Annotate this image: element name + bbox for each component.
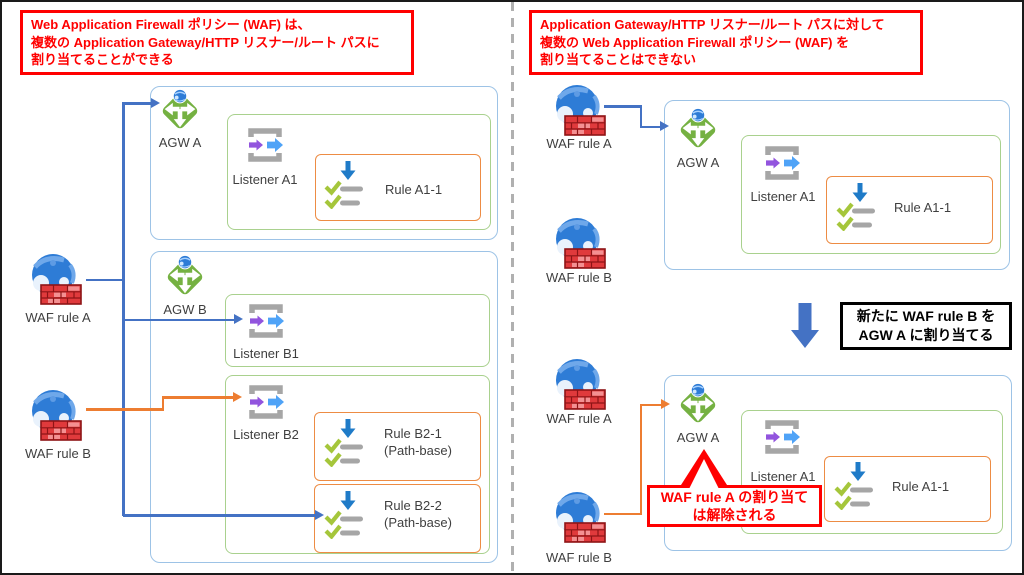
routing-rule-icon: [323, 417, 369, 467]
connector-blue-elbow-h2: [639, 125, 662, 128]
right-top-listener-a1-label: Listener A1: [750, 189, 816, 204]
right-bottom-waf-rule-a-label: WAF rule A: [546, 411, 612, 426]
waf-policy-icon: [28, 253, 84, 305]
left-annotation-box: Web Application Firewall ポリシー (WAF) は、 複…: [20, 10, 414, 75]
rule-subtype: (Path-base): [384, 443, 452, 458]
left-listener-b1-label: Listener B1: [233, 346, 299, 361]
connector-blue-elbow-v: [639, 105, 642, 128]
left-rule-b2-2-label: Rule B2-2 (Path-base): [384, 497, 452, 531]
right-bottom-rule-a1-1-label: Rule A1-1: [892, 479, 950, 494]
right-annotation-box: Application Gateway/HTTP リスナー/ルート パスに対して…: [529, 10, 923, 75]
connector-orange-elbow-h2: [639, 403, 663, 406]
rule-name: Rule B2-2: [384, 498, 442, 513]
left-agw-b-label: AGW B: [163, 302, 207, 317]
right-top-waf-rule-b-label: WAF rule B: [546, 270, 612, 285]
routing-rule-icon: [323, 489, 369, 539]
rule-name: Rule B2-1: [384, 426, 442, 441]
right-top-agw-a-label: AGW A: [676, 155, 720, 170]
left-waf-rule-b-label: WAF rule B: [25, 446, 91, 461]
connector-orange-step: [161, 396, 164, 411]
action-note-box: 新たに WAF rule B を AGW A に割り当てる: [840, 302, 1012, 350]
arrowhead-orange: [661, 399, 670, 410]
connector-orange-elbow-h1: [604, 512, 642, 515]
arrowhead-orange: [233, 391, 242, 402]
listener-icon: [243, 299, 289, 343]
left-waf-rule-a-label: WAF rule A: [25, 310, 91, 325]
left-rule-a1-1-label: Rule A1-1: [385, 182, 443, 197]
connector-waf-a-feed: [86, 278, 123, 281]
arrowhead-blue: [660, 121, 669, 132]
left-listener-b2-label: Listener B2: [233, 427, 299, 442]
listener-icon: [759, 415, 805, 459]
left-listener-a1-label: Listener A1: [232, 172, 298, 187]
right-top-rule-a1-1-label: Rule A1-1: [894, 200, 952, 215]
center-dashed-divider: [511, 2, 514, 573]
left-agw-a-label: AGW A: [158, 135, 202, 150]
right-annotation-line: 複数の Web Application Firewall ポリシー (WAF) …: [540, 34, 850, 50]
application-gateway-icon: [675, 107, 721, 153]
rule-subtype: (Path-base): [384, 515, 452, 530]
connector-orange-elbow-v: [639, 403, 642, 515]
released-callout-line: は解除される: [692, 507, 777, 523]
routing-rule-icon: [835, 181, 881, 231]
right-annotation-line: Application Gateway/HTTP リスナー/ルート パスに対して: [540, 17, 885, 32]
right-top-waf-rule-a-label: WAF rule A: [546, 136, 612, 151]
application-gateway-icon: [162, 254, 208, 300]
released-callout-box: WAF rule A の割り当て は解除される: [647, 485, 822, 527]
waf-policy-icon: [552, 217, 608, 269]
connector-blue-to-listener-b1: [123, 318, 235, 321]
connector-blue-elbow-h1: [604, 105, 642, 108]
action-note-line: 新たに WAF rule B を: [856, 308, 996, 324]
listener-icon: [242, 123, 288, 167]
connector-blue-trunk: [122, 102, 125, 516]
application-gateway-icon: [675, 382, 721, 428]
waf-policy-icon: [552, 491, 608, 543]
waf-policy-icon: [28, 389, 84, 441]
big-down-arrow-icon: [791, 303, 819, 348]
arrowhead-blue: [151, 97, 160, 108]
left-annotation-line: 複数の Application Gateway/HTTP リスナー/ルート パス…: [31, 34, 380, 50]
connector-blue-to-agw-a: [122, 102, 152, 105]
arrowhead-blue: [234, 314, 243, 325]
left-annotation-line: 割り当てることができる: [31, 52, 174, 67]
right-bottom-listener-a1-label: Listener A1: [750, 469, 816, 484]
listener-icon: [243, 380, 289, 424]
right-annotation-line: 割り当てることはできない: [540, 52, 697, 67]
callout-pointer-fill: [689, 459, 719, 489]
connector-orange-waf-b: [86, 408, 164, 411]
connector-orange-to-listener-b2: [161, 396, 234, 399]
application-gateway-icon: [157, 88, 203, 134]
left-annotation-line: Web Application Firewall ポリシー (WAF) は、: [31, 17, 311, 32]
waf-policy-icon: [552, 358, 608, 410]
left-rule-b2-1-label: Rule B2-1 (Path-base): [384, 425, 452, 459]
action-note-line: AGW A に割り当てる: [858, 327, 994, 343]
waf-policy-icon: [552, 84, 608, 136]
listener-icon: [759, 141, 805, 185]
connector-blue-to-rule-b2-2: [123, 514, 316, 517]
arrowhead-blue: [315, 509, 324, 520]
routing-rule-icon: [833, 460, 879, 510]
right-bottom-waf-rule-b-label: WAF rule B: [546, 550, 612, 565]
right-bottom-agw-a-label: AGW A: [676, 430, 720, 445]
released-callout-line: WAF rule A の割り当て: [660, 489, 809, 505]
routing-rule-icon: [323, 159, 369, 209]
